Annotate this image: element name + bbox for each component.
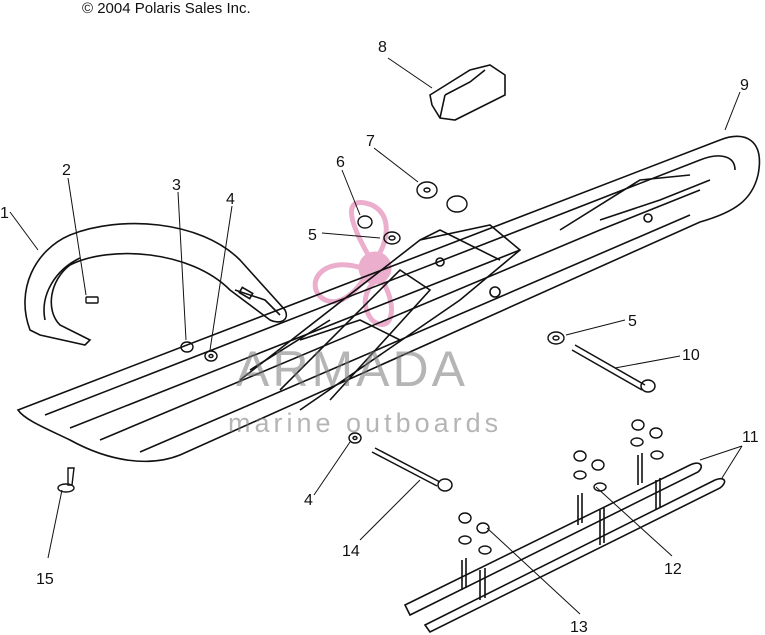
hardware-stack (357, 181, 565, 345)
pin-part (57, 467, 75, 493)
callout-7: 7 (366, 133, 375, 150)
watermark-tagline: marine outboards (228, 408, 503, 438)
callout-4-lower: 4 (304, 492, 313, 509)
ski-loop-part (24, 222, 288, 346)
callout-5-lower: 5 (628, 313, 637, 330)
saddle-block (429, 64, 506, 121)
nut-part (180, 341, 362, 444)
callout-15: 15 (36, 571, 54, 588)
callout-14: 14 (342, 543, 360, 560)
ski-body (16, 135, 761, 463)
bolt-parts (371, 344, 656, 492)
callout-10: 10 (682, 347, 700, 364)
callout-5-upper: 5 (308, 227, 317, 244)
callout-13: 13 (570, 619, 588, 635)
clip-part (85, 296, 99, 304)
runner-nuts (458, 419, 664, 555)
callout-3: 3 (172, 177, 181, 194)
carbide-runners (403, 453, 726, 634)
leader-lines (9, 57, 743, 615)
callout-8: 8 (378, 39, 387, 56)
watermark-brand: ARMADA (236, 341, 468, 397)
callout-11: 11 (742, 429, 759, 446)
callout-2: 2 (62, 162, 71, 179)
callout-6: 6 (336, 154, 345, 171)
callout-9: 9 (740, 77, 749, 94)
copyright-notice: © 2004 Polaris Sales Inc. (82, 0, 251, 17)
callout-4-upper: 4 (226, 191, 235, 208)
callout-12: 12 (664, 561, 682, 578)
callout-1: 1 (0, 205, 9, 222)
